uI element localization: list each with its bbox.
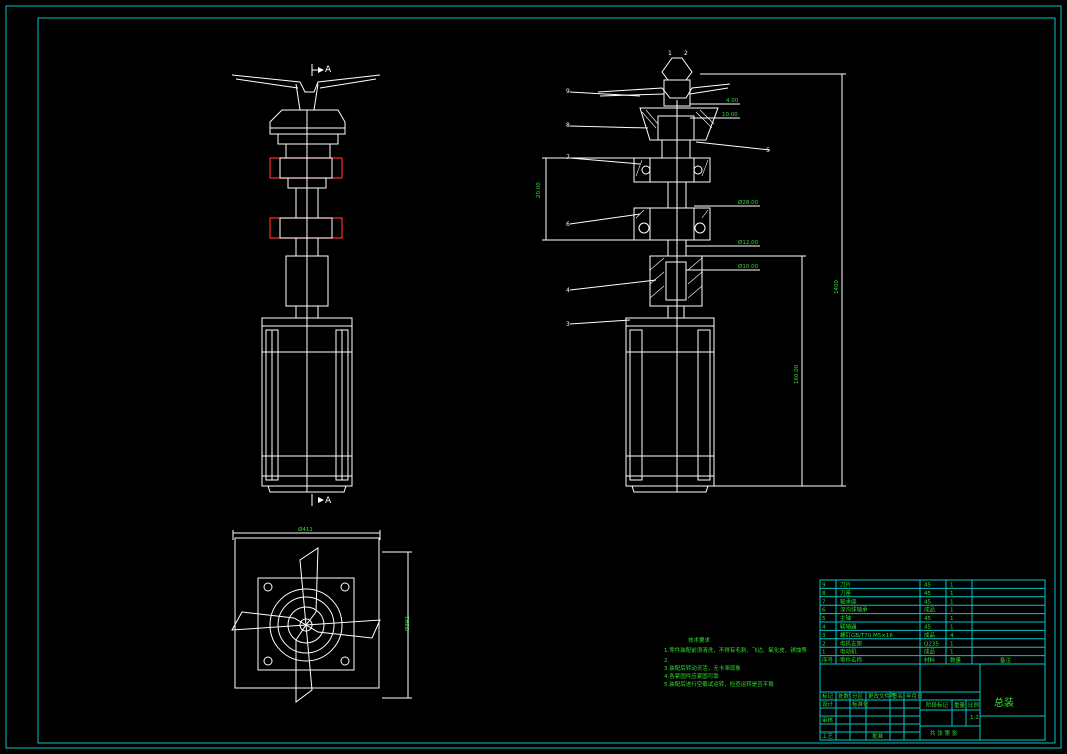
leader-8: 8: [566, 122, 570, 129]
bom-cell-material: 45: [924, 616, 931, 622]
bom-cell-material: Q235: [924, 641, 939, 647]
leader-4: 4: [566, 287, 570, 294]
bom-cell-no: 2: [822, 641, 826, 647]
inner-frame: [37, 17, 1056, 744]
tb-label-12: 重量: [954, 701, 966, 709]
bom-cell-name: 刀座: [840, 589, 852, 597]
tb-label-3: 更改文件号: [868, 692, 896, 700]
dim-10b: Ø10.00: [738, 263, 759, 270]
bom-cell-name: 螺钉GB/T70 M5×16: [840, 631, 893, 639]
section-label-bottom: A: [325, 496, 332, 506]
bom-cell-name: 刀片: [840, 581, 851, 589]
tb-label-6: 设计: [822, 700, 834, 708]
title-block: 标记 处数 分区 更改文件号 签名 年月日 设计 标准化 审核 工艺 批准 阶段…: [819, 663, 1046, 741]
bom-cell-qty: 1: [950, 591, 954, 597]
bom-cell-no: 9: [822, 583, 826, 589]
bom-cell-name: 联轴器: [840, 623, 857, 631]
bom-cell-name: 电动机: [840, 648, 857, 656]
tb-label-1: 处数: [838, 692, 850, 700]
plan-dim-width: Ø411: [298, 526, 313, 533]
leader-5: 5: [766, 147, 770, 154]
bom-cell-no: 3: [822, 633, 826, 639]
bom-cell-no: 4: [822, 625, 826, 631]
dim-4: 4.00: [726, 98, 739, 104]
plan-dim-height: Ø392: [404, 616, 411, 631]
dim-160: 160.00: [794, 364, 800, 384]
bom-cell-name: 主轴: [840, 614, 852, 622]
dim-1400: 1400: [834, 280, 840, 294]
tb-scale: 1:1: [970, 715, 979, 721]
tb-label-0: 标记: [822, 692, 834, 700]
tb-label-4: 签名: [892, 692, 903, 700]
bom-cell-qty: 1: [950, 608, 954, 614]
bom-cell-name: 深沟球轴承: [840, 606, 868, 614]
bom-cell-no: 7: [822, 599, 826, 605]
bom-cell-no: 1: [822, 650, 826, 656]
bom-cell-material: 45: [924, 591, 931, 597]
bom-cell-no: 8: [822, 591, 826, 597]
outer-frame: [5, 5, 1062, 749]
tb-label-2: 分区: [852, 692, 864, 700]
dim-28: Ø28.00: [738, 199, 759, 206]
tb-label-14: 共 张 第 张: [930, 729, 958, 737]
bom-cell-material: 成品: [924, 631, 936, 639]
bom-cell-material: 45: [924, 625, 931, 631]
tb-label-5: 年月日: [906, 692, 923, 700]
bom-header-qty: 数量: [950, 656, 962, 664]
notes-title: 技术要求: [688, 636, 711, 644]
note-line-1: 1.零件装配前须清洗，不得有毛刺、飞边、氧化皮、锈蚀等: [664, 646, 807, 654]
tb-label-11: 阶段标记: [926, 701, 949, 709]
bom-header-material: 材料: [924, 656, 936, 664]
leader-9: 9: [566, 88, 570, 95]
plan-view: Ø411 Ø392: [231, 526, 412, 703]
tb-label-7: 标准化: [852, 700, 869, 708]
drawing-name: 总装: [994, 696, 1014, 709]
dim-12: Ø12.00: [738, 239, 759, 246]
bom-cell-material: 成品: [924, 606, 936, 614]
bom-header-no: 序号: [822, 656, 834, 664]
tb-label-13: 比例: [968, 701, 980, 709]
bom-cell-name: 轴承座: [840, 597, 857, 605]
note-line-2: 2.: [664, 658, 669, 664]
bom-cell-qty: 1: [950, 641, 954, 647]
dim-20: 20.00: [536, 182, 542, 198]
note-line-5: 5.装配后进行空载试运转，检查运转是否平稳: [664, 680, 774, 688]
bom-cell-material: 45: [924, 599, 931, 605]
bom-cell-qty: 1: [950, 583, 954, 589]
bom-cell-qty: 1: [950, 616, 954, 622]
technical-notes: 技术要求 1.零件装配前须清洗，不得有毛刺、飞边、氧化皮、锈蚀等 2. 3.装配…: [664, 636, 807, 688]
tb-label-9: 工艺: [822, 733, 834, 740]
leader-3: 3: [566, 321, 570, 328]
bom-cell-qty: 1: [950, 650, 954, 656]
bom-cell-no: 5: [822, 616, 826, 622]
bom-header-name: 零件名称: [840, 656, 863, 664]
front-view: A A: [231, 64, 381, 506]
note-line-4: 4.各紧固件应紧固可靠: [664, 672, 719, 680]
top-label-1: 1: [668, 50, 672, 57]
bom-cell-material: 成品: [924, 648, 936, 656]
top-label-2: 2: [684, 50, 688, 57]
bom-cell-no: 6: [822, 608, 826, 614]
bom-cell-qty: 4: [950, 633, 954, 639]
tb-label-8: 审核: [822, 716, 834, 724]
section-label-top: A: [325, 65, 332, 75]
dim-10: 10.00: [722, 112, 738, 118]
bom-cell-qty: 1: [950, 599, 954, 605]
bom-cell-name: 电机支架: [840, 639, 863, 647]
bom-cell-material: 45: [924, 583, 931, 589]
section-view: 1 2: [536, 50, 846, 493]
bom-cell-qty: 1: [950, 625, 954, 631]
note-line-3: 3.装配后转动灵活，无卡滞现象: [664, 664, 741, 672]
bom-header-remark: 备注: [1000, 656, 1012, 664]
leader-6: 6: [566, 221, 570, 228]
tb-label-10: 批准: [872, 732, 884, 740]
